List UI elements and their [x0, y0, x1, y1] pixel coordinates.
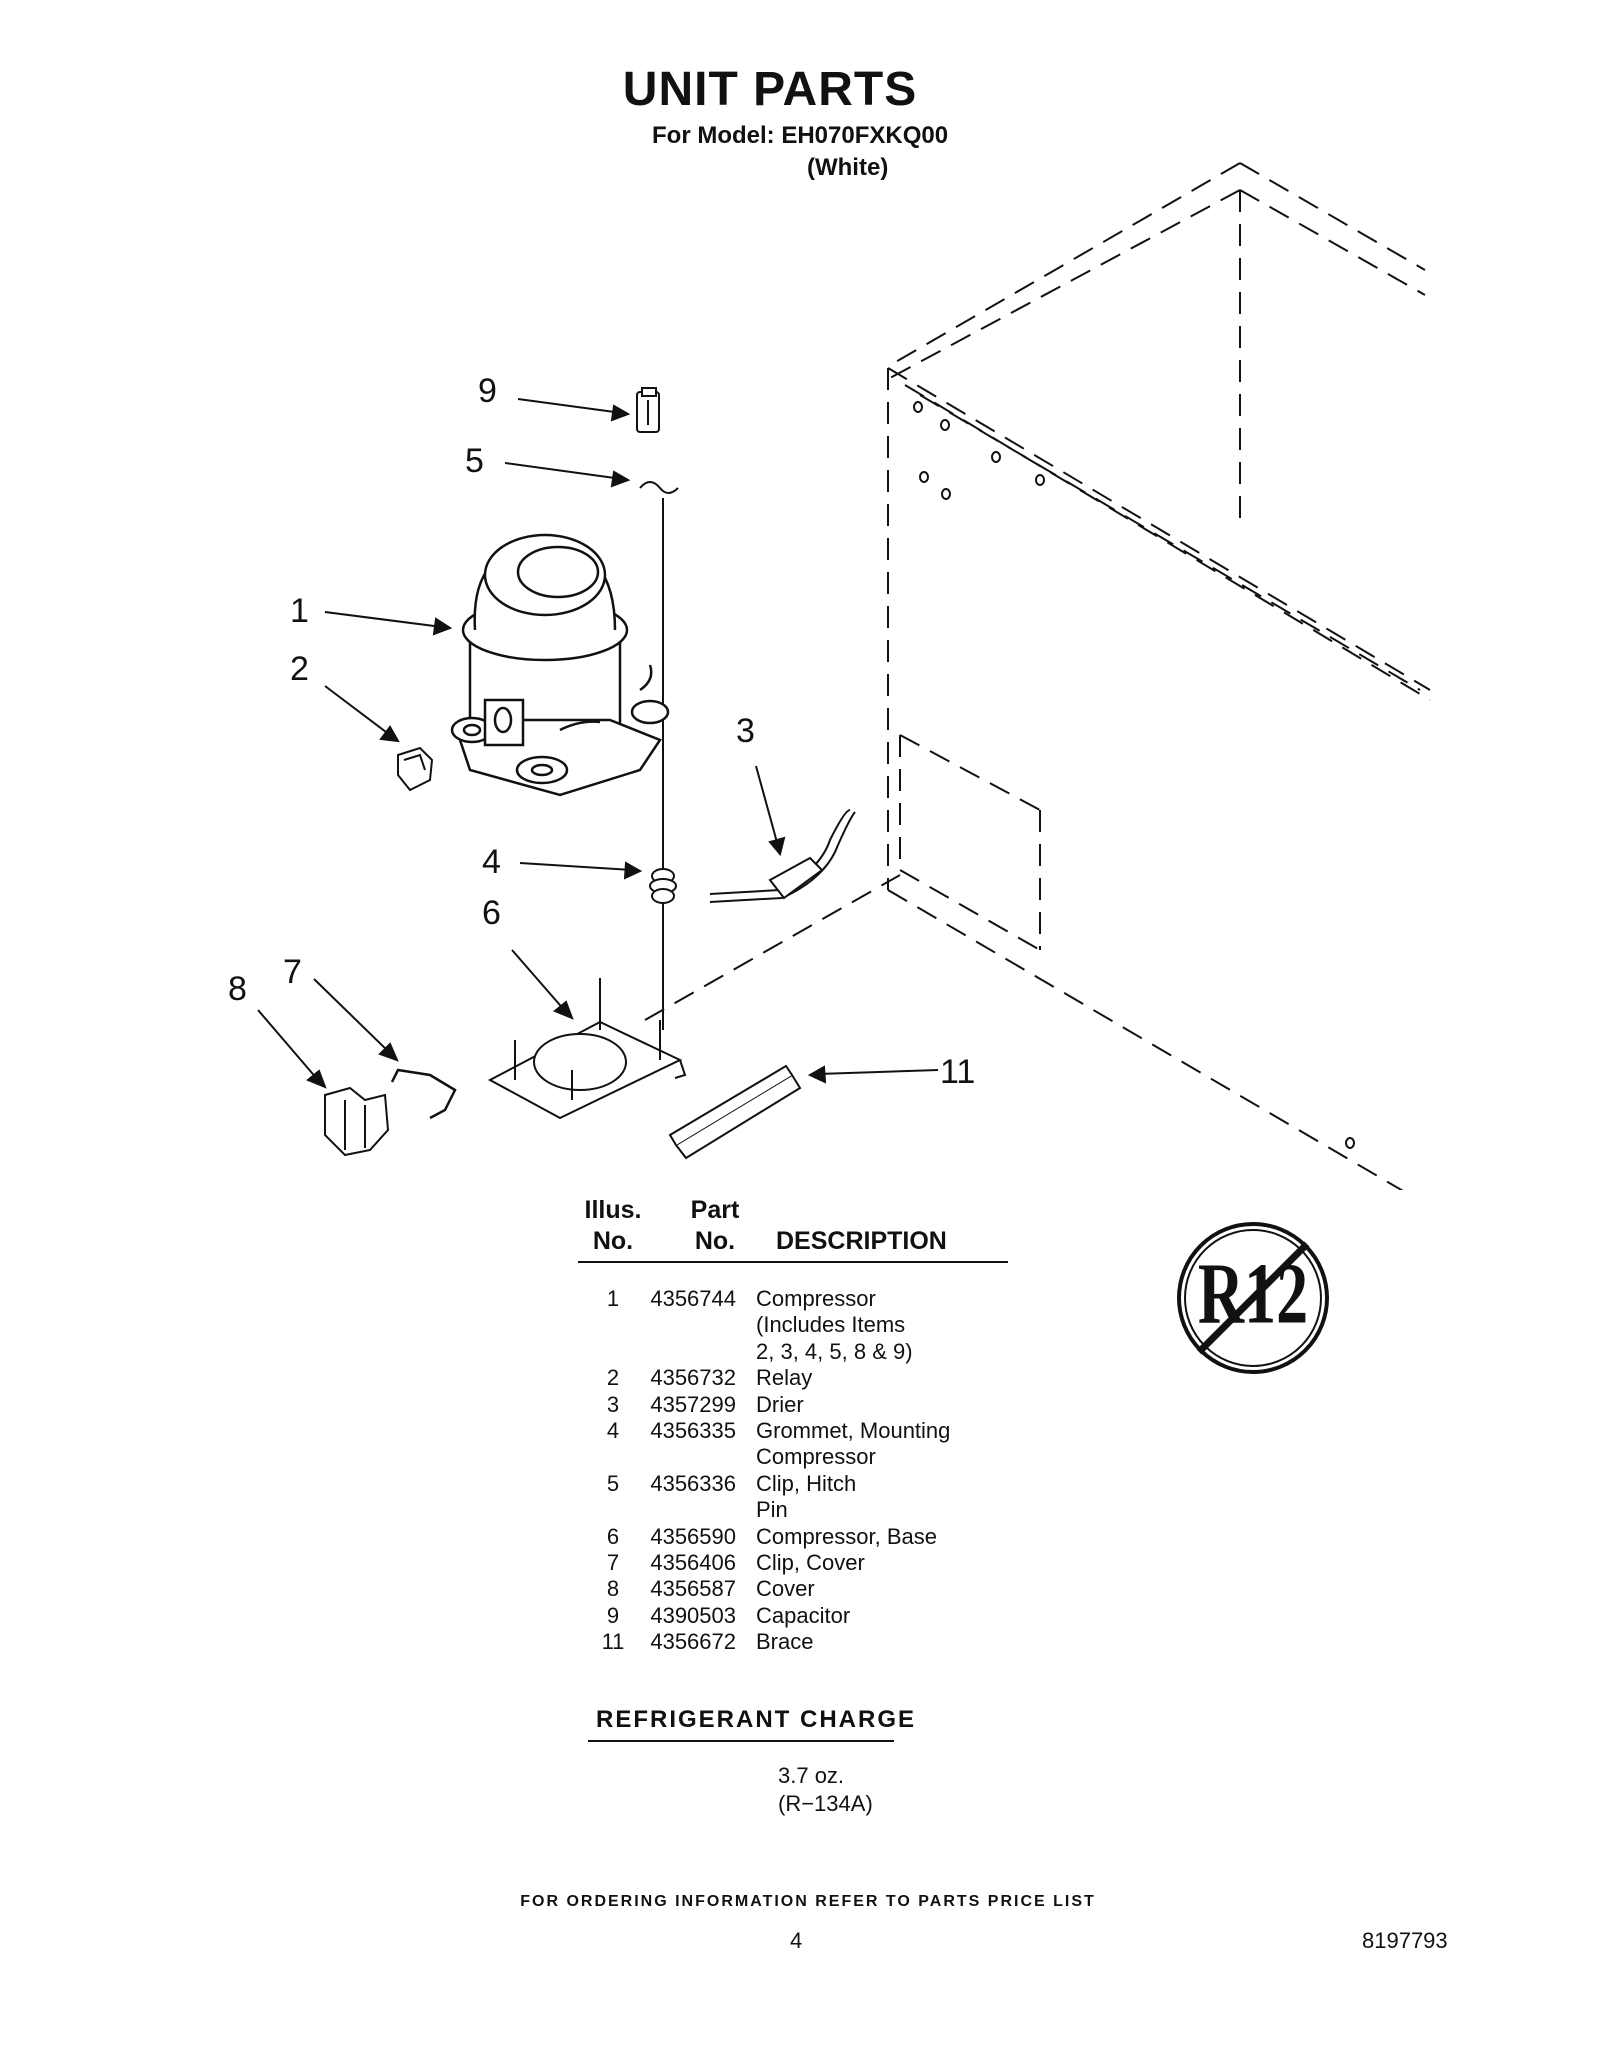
illus-number: 7	[606, 1550, 620, 1576]
refrigerant-rule	[588, 1740, 894, 1742]
compressor-base-part	[487, 978, 687, 1120]
no-r12-icon: R12	[1177, 1222, 1329, 1374]
page-title: UNIT PARTS	[622, 63, 918, 116]
parts-list: 1 4356744 Compressor (Includes Items 2, …	[578, 1286, 951, 1656]
callout-11: 11	[940, 1053, 975, 1091]
callout-6: 6	[482, 894, 501, 932]
part-number: 4356336	[650, 1470, 736, 1496]
col-header-part-line2: No.	[694, 1227, 736, 1255]
callout-1: 1	[290, 592, 309, 630]
part-description: Cover	[756, 1576, 815, 1602]
callout-4: 4	[482, 843, 501, 881]
illus-number: 2	[606, 1365, 620, 1391]
table-row: 8 4356587 Cover	[578, 1576, 950, 1602]
exploded-parts-diagram: 9 5 1 2 3 4 6 8 7 11	[228, 162, 1431, 1190]
refrigerant-type: (R−134A)	[778, 1791, 873, 1816]
part-number: 4356732	[650, 1365, 736, 1391]
callout-7: 7	[283, 953, 302, 991]
document-number: 8197793	[1362, 1928, 1448, 1953]
illus-number: 4	[606, 1418, 620, 1444]
part-description: Clip, Cover	[756, 1550, 865, 1576]
cabinet-outline	[644, 162, 1431, 1190]
page-number: 4	[790, 1928, 803, 1953]
table-row: 9 4390503 Capacitor	[578, 1603, 950, 1629]
ordering-note: FOR ORDERING INFORMATION REFER TO PARTS …	[520, 1893, 1096, 1910]
cabinet-holes	[913, 401, 1355, 1149]
cover-clip-part	[390, 1068, 457, 1120]
part-number: 4356672	[650, 1629, 736, 1655]
table-header-rule	[578, 1261, 1008, 1263]
part-description: Compressor (Includes Items 2, 3, 4, 5, 8…	[756, 1286, 913, 1364]
table-row: 2 4356732 Relay	[578, 1365, 950, 1391]
cover-part	[324, 1086, 390, 1157]
col-header-description: DESCRIPTION	[776, 1227, 947, 1255]
part-description: Relay	[756, 1365, 813, 1391]
capacitor-part	[636, 387, 660, 433]
col-header-illus-line1: Illus.	[584, 1196, 642, 1224]
callout-9: 9	[478, 372, 497, 410]
part-number: 4356335	[650, 1418, 736, 1444]
part-description: Capacitor	[756, 1602, 851, 1628]
table-row: 11 4356672 Brace	[578, 1629, 950, 1655]
callout-8: 8	[228, 970, 247, 1008]
callout-2: 2	[290, 650, 309, 688]
col-header-part: Part No.	[680, 1195, 750, 1257]
grommet-part	[649, 868, 677, 904]
illus-number: 1	[606, 1286, 620, 1311]
part-description: Brace	[756, 1629, 814, 1655]
table-row: 6 4356590 Compressor, Base	[578, 1524, 950, 1550]
part-description: Compressor, Base	[756, 1523, 937, 1549]
color-line: (White)	[807, 154, 889, 181]
model-line: For Model: EH070FXKQ00	[652, 122, 949, 149]
illus-number: 9	[606, 1602, 620, 1628]
col-header-part-line1: Part	[690, 1196, 740, 1224]
callout-leaders	[257, 398, 939, 1089]
part-number: 4356590	[650, 1523, 736, 1549]
compressor-part	[450, 533, 670, 797]
model-subtitle: For Model: EH070FXKQ00 (White)	[652, 120, 948, 184]
table-row: 7 4356406 Clip, Cover	[578, 1550, 950, 1576]
illus-number: 11	[601, 1629, 625, 1655]
part-description: Drier	[756, 1391, 804, 1417]
part-number: 4390503	[650, 1602, 736, 1628]
illus-number: 3	[606, 1391, 620, 1417]
part-number: 4356744	[650, 1286, 736, 1311]
refrigerant-values: 3.7 oz. (R−134A)	[778, 1762, 873, 1818]
table-row: 3 4357299 Drier	[578, 1392, 950, 1418]
col-header-illus-line2: No.	[592, 1227, 634, 1255]
part-description: Clip, Hitch Pin	[756, 1470, 857, 1523]
part-number: 4357299	[650, 1391, 736, 1417]
illus-number: 8	[606, 1576, 620, 1602]
table-row: 1 4356744 Compressor (Includes Items 2, …	[578, 1286, 950, 1365]
illus-number: 6	[606, 1523, 620, 1549]
brace-part	[668, 1064, 802, 1160]
illus-number: 5	[606, 1470, 620, 1496]
refrigerant-charge-heading: REFRIGERANT CHARGE	[596, 1706, 917, 1733]
part-description: Grommet, Mounting Compressor	[756, 1418, 951, 1470]
table-row: 5 4356336 Clip, Hitch Pin	[578, 1471, 950, 1524]
relay-part	[397, 746, 434, 792]
part-number: 4356587	[650, 1576, 736, 1602]
callout-3: 3	[736, 712, 755, 750]
table-row: 4 4356335 Grommet, Mounting Compressor	[578, 1418, 951, 1471]
callout-5: 5	[465, 442, 484, 480]
drier-part	[709, 809, 856, 903]
refrigerant-amount: 3.7 oz.	[778, 1763, 845, 1788]
col-header-illus: Illus. No.	[578, 1195, 648, 1257]
hitch-pin-clip-part	[639, 481, 679, 494]
part-number: 4356406	[650, 1550, 736, 1576]
